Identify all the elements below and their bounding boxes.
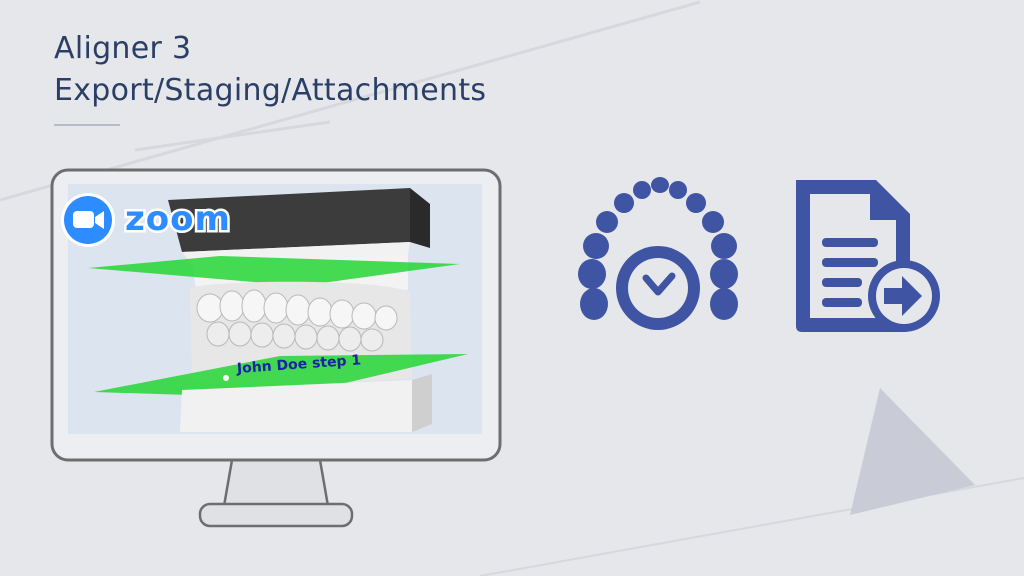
monitor-illustration — [50, 168, 502, 530]
zoom-logo: zoom — [60, 192, 245, 248]
zoom-logo-text: zoom — [125, 199, 231, 239]
dental-arch-clock-icon — [572, 176, 744, 338]
title-underline — [54, 124, 120, 126]
title-line-1: Aligner 3 — [54, 31, 192, 66]
title-line-2: Export/Staging/Attachments — [54, 73, 487, 108]
document-export-icon — [784, 176, 944, 338]
page-title: Aligner 3 Export/Staging/Attachments — [54, 28, 486, 112]
